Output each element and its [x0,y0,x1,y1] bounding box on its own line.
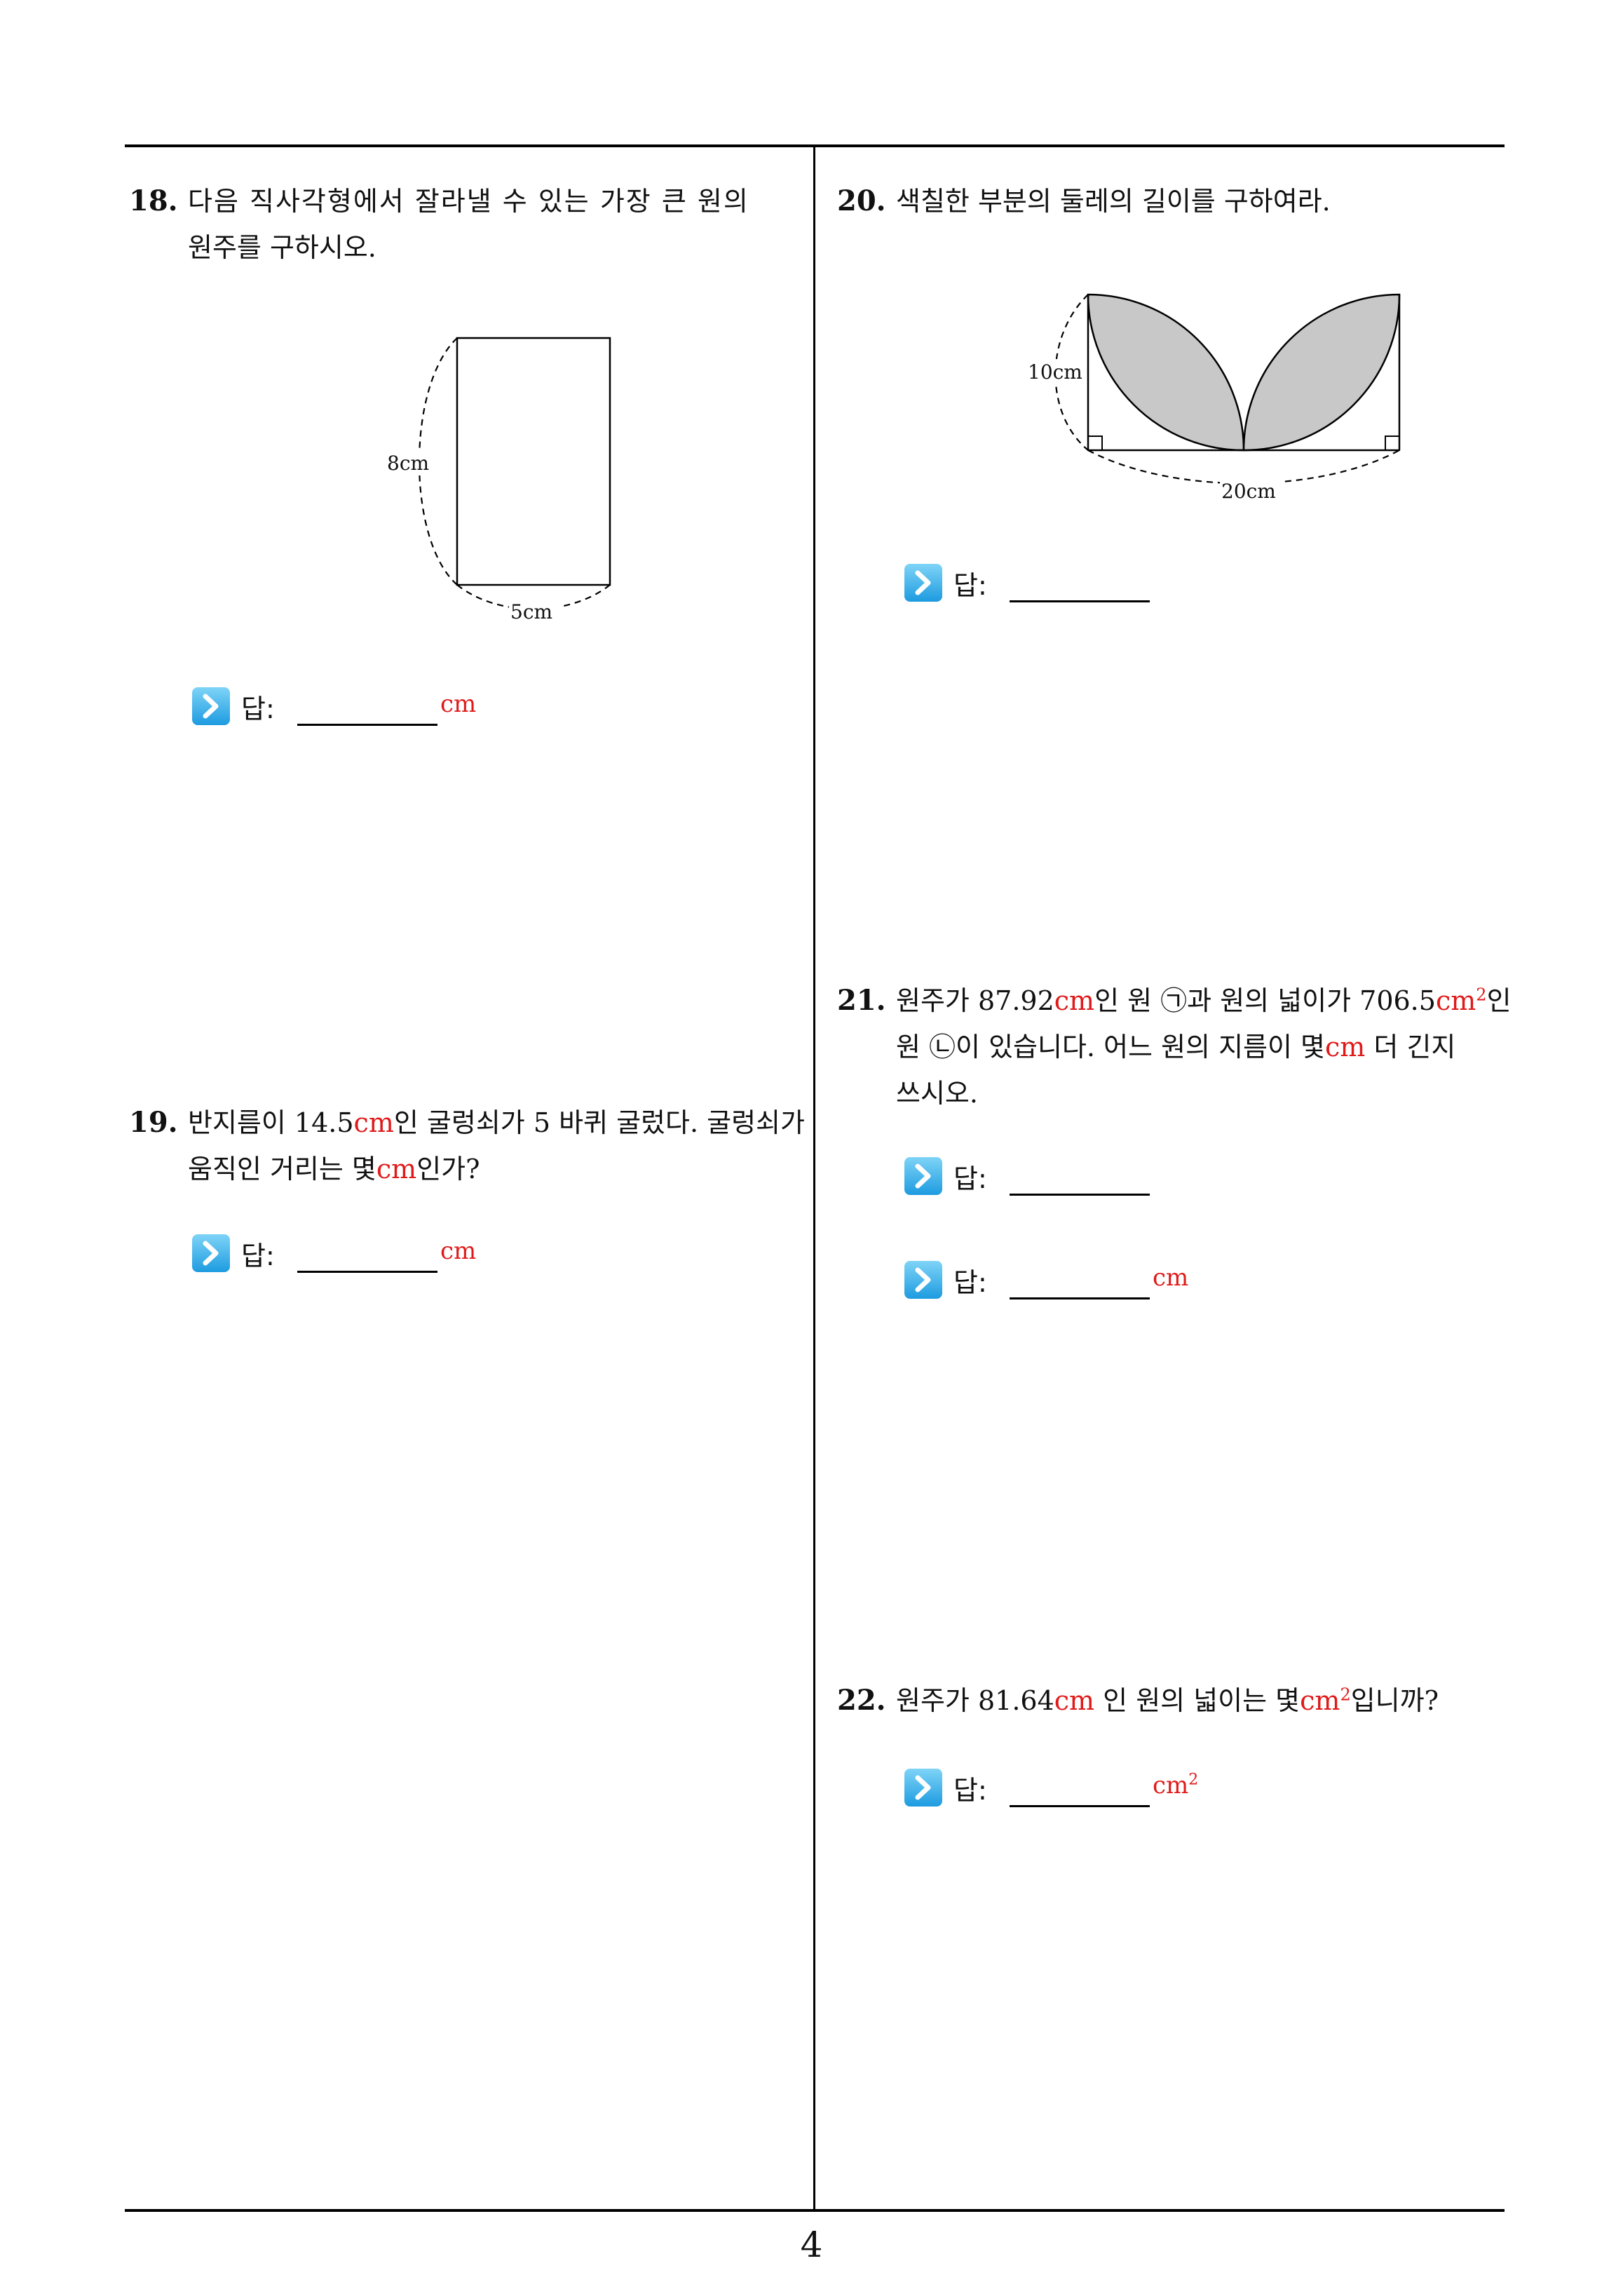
height-label: 8cm [387,452,429,475]
text-run: 인가? [416,1154,480,1184]
question-21: 21. 원주가 87.92cm인 원 ㉠과 원의 넓이가 706.5cm2인 원… [837,978,1512,1118]
text-run: 인 굴렁쇠가 5 바퀴 굴렀다. 굴렁쇠가 [393,1107,805,1138]
question-line: 원주가 87.92cm인 원 ㉠과 원의 넓이가 706.5cm2인 [896,978,1512,1024]
question-line: 원주가 81.64cm 인 원의 넓이는 몇cm2입니까? [896,1677,1510,1724]
text-run: 인 [1486,985,1512,1016]
answer-unit: cm [440,1237,477,1265]
unit-text: cm [1325,1032,1366,1062]
question-text: 원주가 81.64cm 인 원의 넓이는 몇cm2입니까? [896,1677,1510,1724]
page-number: 4 [800,2224,823,2265]
question-line: 원주를 구하시오. [188,232,376,263]
answer-label: 답: [953,570,987,601]
answer-field[interactable] [1010,1194,1150,1196]
rectangle-figure: 8cm 5cm [386,337,611,623]
height-label: 10cm [1028,360,1082,384]
right-shaded-leaf [1242,293,1401,452]
unit-text: cm2 [1436,985,1487,1016]
answer-unit: cm [1153,1264,1189,1292]
question-line: 다음 직사각형에서 잘라낼 수 있는 가장 큰 원의 [188,186,749,217]
answer-label: 답: [953,1775,987,1806]
text-run: 인 원의 넓이는 몇 [1094,1685,1301,1716]
text-run: 움직인 거리는 몇 [188,1154,376,1184]
leaf-figure: 10cm 20cm [1026,293,1401,504]
text-run: 더 긴지 [1365,1032,1456,1062]
answer-field[interactable] [297,1271,437,1273]
unit-exponent: 2 [1340,1684,1351,1705]
unit-text: cm [1054,985,1095,1016]
unit-text: cm [376,1154,417,1184]
text-run: 입니까? [1350,1685,1439,1716]
question-text: 원주가 87.92cm인 원 ㉠과 원의 넓이가 706.5cm2인 원 ㉡이 … [896,978,1512,1116]
chevron-right-icon [904,1261,942,1299]
chevron-right-icon [904,1157,942,1195]
question-22: 22. 원주가 81.64cm 인 원의 넓이는 몇cm2입니까? [837,1677,1510,1727]
question-number: 22. [837,1684,886,1717]
answer-label: 답: [953,1267,987,1298]
question-19: 19. 반지름이 14.5cm인 굴렁쇠가 5 바퀴 굴렀다. 굴렁쇠가 움직인… [129,1100,816,1184]
answer-row: 답: cm [904,1260,1199,1302]
answer-field[interactable] [1010,1297,1150,1299]
width-label: 20cm [1221,480,1276,503]
unit-exponent: 2 [1188,1771,1199,1789]
answer-row: 답: cm [192,1233,487,1275]
question-line: 반지름이 14.5cm인 굴렁쇠가 5 바퀴 굴렀다. 굴렁쇠가 [188,1100,812,1146]
height-dimension-arc [1054,294,1089,451]
unit-base: cm [1153,1771,1189,1799]
unit-text: cm2 [1300,1685,1351,1716]
question-line: 색칠한 부분의 둘레의 길이를 구하여라. [896,186,1331,217]
right-angle-mark [1385,435,1400,451]
unit-base: cm [1435,985,1476,1016]
answer-row: 답: cm2 [904,1767,1227,1809]
unit-base: cm [1300,1685,1340,1716]
question-line: 쓰시오. [896,1078,978,1109]
answer-unit: cm2 [1153,1771,1198,1799]
question-number: 21. [837,984,886,1017]
unit-text: cm [1054,1685,1095,1716]
question-20: 20. 색칠한 부분의 둘레의 길이를 구하여라. [837,178,1503,227]
answer-field[interactable] [297,724,437,726]
answer-label: 답: [241,1241,275,1271]
text-run: 반지름이 14.5 [188,1107,354,1138]
text-run: 원 ㉡이 있습니다. 어느 원의 지름이 몇 [896,1032,1325,1062]
question-text: 다음 직사각형에서 잘라낼 수 있는 가장 큰 원의 원주를 구하시오. [188,178,802,271]
answer-row: 답: [904,1156,1199,1198]
answer-row: 답: [904,562,1199,605]
answer-label: 답: [241,694,275,724]
column-divider [813,144,815,2210]
unit-text: cm [353,1107,394,1138]
question-number: 20. [837,184,886,217]
question-text: 반지름이 14.5cm인 굴렁쇠가 5 바퀴 굴렀다. 굴렁쇠가 움직인 거리는… [188,1100,812,1192]
text-run: 인 원 ㉠과 원의 넓이가 706.5 [1094,985,1436,1016]
question-number: 19. [129,1106,178,1139]
answer-row: 답: cm [192,686,487,728]
right-angle-mark [1087,435,1103,451]
chevron-right-icon [904,564,942,602]
question-line: 원 ㉡이 있습니다. 어느 원의 지름이 몇cm 더 긴지 [896,1024,1510,1070]
question-line: 움직인 거리는 몇cm인가? [188,1146,812,1192]
rectangle-shape [456,337,611,586]
unit-exponent: 2 [1476,985,1487,1005]
chevron-right-icon [192,687,230,725]
width-label: 5cm [510,600,552,623]
answer-field[interactable] [1010,600,1150,602]
text-run: 원주가 81.64 [896,1685,1054,1716]
chevron-right-icon [904,1769,942,1807]
answer-unit: cm [440,690,477,718]
text-run: 원주가 87.92 [896,985,1054,1016]
question-18: 18. 다음 직사각형에서 잘라낼 수 있는 가장 큰 원의 원주를 구하시오. [129,178,802,263]
left-shaded-leaf [1087,293,1245,452]
answer-label: 답: [953,1163,987,1194]
answer-field[interactable] [1010,1805,1150,1807]
bottom-rule [125,2209,1505,2212]
chevron-right-icon [192,1234,230,1272]
question-text: 색칠한 부분의 둘레의 길이를 구하여라. [896,178,1499,224]
question-number: 18. [129,184,178,217]
